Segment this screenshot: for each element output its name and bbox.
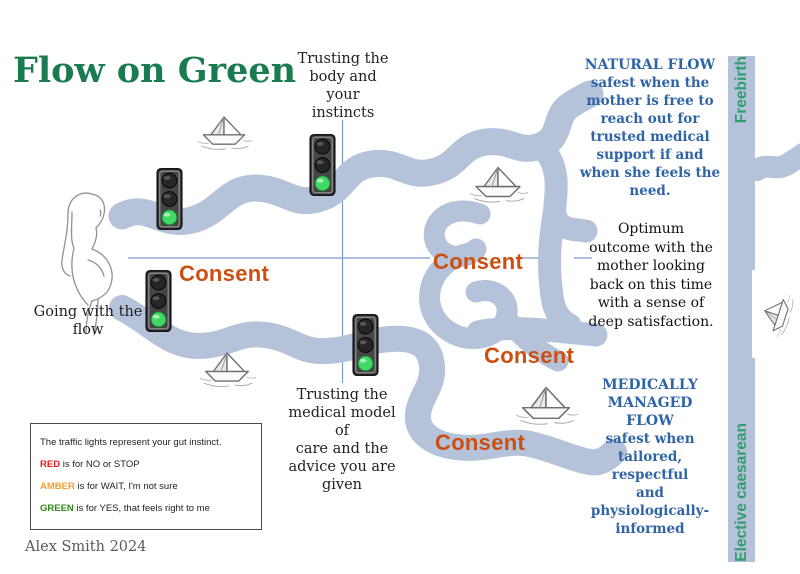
legend-text-green: is for YES, that feels right to me xyxy=(73,503,210,514)
natural-flow-body: safest when the mother is free to reach … xyxy=(579,75,721,199)
axis-label-trusting-body: Trusting the body and your instincts xyxy=(297,51,389,121)
consent-label: Consent xyxy=(179,261,270,286)
legend-key-red: RED xyxy=(40,459,61,470)
legend-item-red: RED is for NO or STOP xyxy=(40,454,252,476)
medically-managed-body: safest when tailored, respectful and phy… xyxy=(590,431,710,537)
river-curl-lower xyxy=(419,242,518,349)
paper-boat-icon xyxy=(196,346,258,395)
consent-label: Consent xyxy=(435,430,526,455)
traffic-light-icon xyxy=(309,133,336,201)
legend-item-amber: AMBER is for WAIT, I'm not sure xyxy=(40,476,252,498)
outcome-spectrum-bar: Freebirth Elective caesarean xyxy=(728,56,755,562)
paper-boat-icon xyxy=(512,380,580,433)
consent-label: Consent xyxy=(484,343,575,368)
axis-label-going-with-flow: Going with the flow xyxy=(33,304,143,338)
natural-flow-outcome: NATURAL FLOW safest when the mother is f… xyxy=(578,56,722,200)
river-curl-tail xyxy=(495,307,569,372)
sidebar-label-freebirth: Freebirth xyxy=(732,56,750,124)
natural-flow-heading: NATURAL FLOW xyxy=(584,57,716,73)
river-center-stem xyxy=(538,202,582,337)
river-top-natural-flow xyxy=(108,80,604,235)
river-bottom-medical-flow xyxy=(109,295,627,476)
river-exit-right xyxy=(746,143,800,181)
paper-boat-icon xyxy=(757,288,797,339)
paper-boat-icon xyxy=(194,110,254,158)
traffic-light-legend: The traffic lights represent your gut in… xyxy=(30,423,262,530)
legend-intro: The traffic lights represent your gut in… xyxy=(40,437,222,448)
legend-text-red: is for NO or STOP xyxy=(60,459,140,470)
optimum-outcome-text: Optimum outcome with the mother looking … xyxy=(588,221,714,330)
author-credit: Alex Smith 2024 xyxy=(25,539,147,555)
page-title: Flow on Green xyxy=(13,50,297,91)
legend-item-green: GREEN is for YES, that feels right to me xyxy=(40,498,252,520)
consent-label: Consent xyxy=(433,249,524,274)
sidebar-label-elective-caesarean: Elective caesarean xyxy=(732,423,750,562)
pregnant-woman-icon xyxy=(48,186,128,336)
traffic-light-icon xyxy=(156,167,183,235)
traffic-light-icon xyxy=(352,313,379,381)
traffic-light-icon xyxy=(145,269,172,337)
legend-text-amber: is for WAIT, I'm not sure xyxy=(74,481,178,492)
axis-label-trusting-medical: Trusting the medical model of care and t… xyxy=(288,387,396,493)
medically-managed-heading: MEDICALLY MANAGED FLOW xyxy=(602,377,698,429)
medically-managed-outcome: MEDICALLY MANAGED FLOW safest when tailo… xyxy=(578,376,722,538)
legend-key-green: GREEN xyxy=(40,503,74,514)
legend-key-amber: AMBER xyxy=(40,481,75,492)
paper-boat-icon xyxy=(466,160,530,211)
tilted-paper-boat-box xyxy=(752,270,800,358)
